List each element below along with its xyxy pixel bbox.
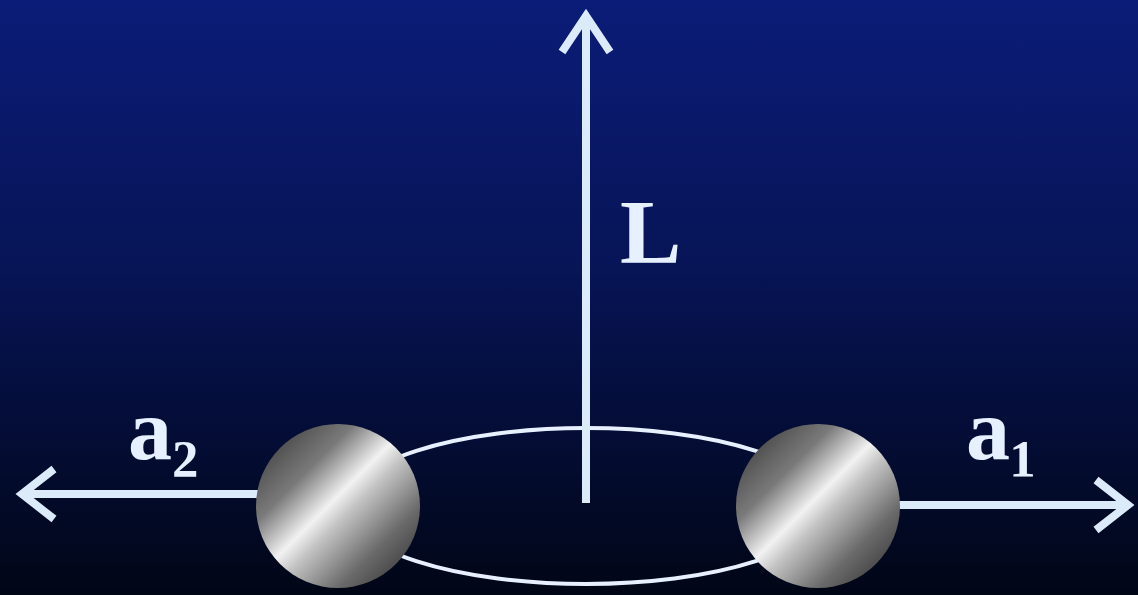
star-sphere xyxy=(256,424,420,588)
star-sphere xyxy=(736,424,900,588)
vector-label: a₂ xyxy=(128,386,198,474)
arrow-head xyxy=(1096,480,1128,530)
acceleration-arrow xyxy=(896,501,1128,509)
arrow-head xyxy=(562,16,610,52)
angular-momentum-arrow xyxy=(582,16,590,503)
acceleration-arrow xyxy=(22,490,260,498)
arrow-head xyxy=(22,469,54,519)
vector-label: a₁ xyxy=(966,386,1036,474)
vector-label: L xyxy=(620,186,681,278)
